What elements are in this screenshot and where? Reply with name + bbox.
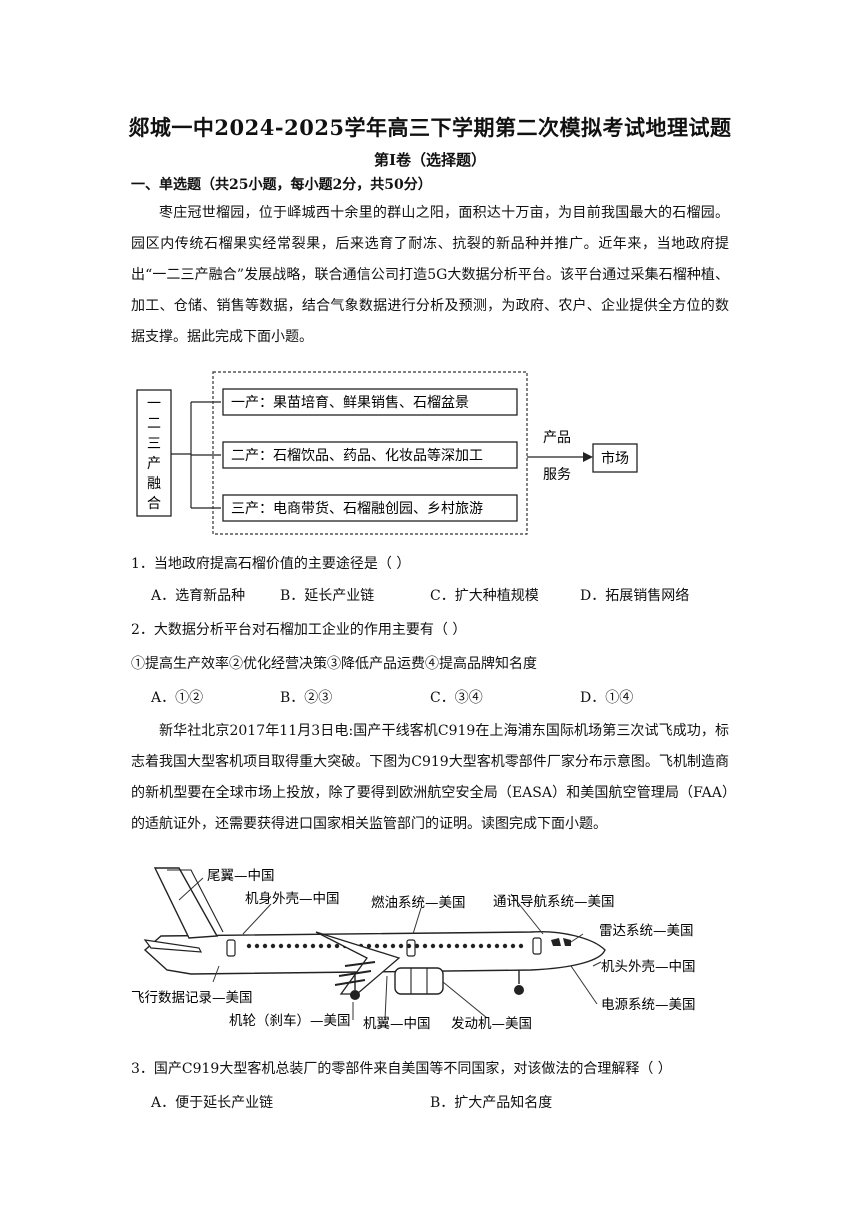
left-char: 三 [147, 436, 161, 452]
label-tail: 尾翼—中国 [207, 868, 275, 884]
c919-parts-diagram: 尾翼—中国 机身外壳—中国 燃油系统—美国 通讯导航系统—美国 雷达系统—美国 … [131, 867, 696, 1032]
primary-industry-label: 一产：果苗培育、鲜果销售、石榴盆景 [231, 395, 469, 411]
industry-integration-diagram: 一 二 三 产 融 合 一产：果苗培育、鲜果销售、石榴盆景 二产：石榴饮品、药品… [136, 371, 638, 535]
leader-lines [178, 877, 602, 1021]
engine-nacelle [394, 967, 444, 995]
label-nose: 机头外壳—中国 [601, 959, 696, 975]
mid-door [406, 939, 416, 957]
question-1-option-c[interactable]: C．扩大种植规模 [430, 588, 539, 604]
question-2-option-d[interactable]: D．①④ [580, 690, 634, 706]
question-3-stem: 3．国产C919大型客机总装厂的零部件来自美国等不同国家，对该做法的合理解释（ … [131, 1061, 672, 1077]
section-heading: 一、单选题（共25小题，每小题2分，共50分） [131, 177, 432, 193]
nose-gear-wheel [514, 985, 524, 995]
arrow-head [583, 452, 593, 462]
left-box [136, 389, 172, 517]
wing-flaps [334, 961, 376, 986]
label-fuel-system: 燃油系统—美国 [371, 894, 466, 911]
left-char: 一 [147, 396, 161, 412]
question-2-option-a[interactable]: A．①② [151, 690, 204, 706]
question-1-option-b[interactable]: B．延长产业链 [280, 588, 375, 604]
label-power-system: 电源系统—美国 [601, 997, 696, 1013]
arrow-label-products: 产品 [543, 430, 571, 446]
question-1-option-a[interactable]: A．选育新品种 [151, 588, 246, 604]
market-label: 市场 [601, 450, 629, 467]
exam-part: 第Ⅰ卷（选择题） [373, 151, 487, 169]
primary-industry-box [222, 388, 518, 416]
question-2-option-b[interactable]: B．②③ [280, 690, 333, 706]
dashed-group-box [212, 371, 528, 535]
question-2-stem: 2．大数据分析平台对石榴加工企业的作用主要有（ ） [131, 622, 467, 638]
secondary-industry-box [222, 441, 518, 469]
label-radar: 雷达系统—美国 [599, 923, 694, 939]
question-1-option-d[interactable]: D．拓展销售网络 [580, 588, 690, 604]
tail-fin [153, 867, 219, 939]
left-char: 融 [147, 476, 161, 492]
main-gear-wheel [350, 990, 360, 1000]
tertiary-industry-box [222, 494, 518, 522]
question-3-option-a[interactable]: A．便于延长产业链 [151, 1095, 274, 1111]
secondary-industry-label: 二产：石榴饮品、药品、化妆品等深加工 [231, 447, 483, 464]
left-char: 产 [147, 456, 161, 472]
label-fuselage: 机身外壳—中国 [245, 891, 340, 907]
arrow-label-services: 服务 [543, 467, 571, 483]
question-2-items: ①提高生产效率②优化经营决策③降低产品运费④提高品牌知名度 [131, 656, 537, 672]
question-3-option-b[interactable]: B．扩大产品知名度 [430, 1095, 553, 1111]
label-wing: 机翼—中国 [363, 1016, 431, 1032]
label-engine: 发动机—美国 [451, 1016, 532, 1032]
cockpit-window [551, 938, 561, 946]
left-char: 合 [147, 496, 161, 512]
front-door [532, 937, 542, 955]
cockpit-window [563, 938, 571, 946]
tail-fin-detail [167, 869, 224, 933]
passage-c919: 新华社北京2017年11月3日电:国产干线客机C919在上海浦东国际机场第三次试… [131, 723, 729, 832]
label-comm-nav: 通讯导航系统—美国 [493, 894, 615, 910]
question-2-option-c[interactable]: C．③④ [430, 690, 483, 706]
rear-door [226, 939, 236, 957]
tertiary-industry-label: 三产：电商带货、石榴融创园、乡村旅游 [231, 500, 483, 517]
market-box [592, 443, 638, 473]
exam-title: 郯城一中2024-2025学年高三下学期第二次模拟考试地理试题 [128, 115, 732, 140]
label-flight-recorder: 飞行数据记录—美国 [131, 990, 253, 1006]
passage-pomegranate: 枣庄冠世榴园，位于峄城西十余里的群山之阳，面积达十万亩，为目前我国最大的石榴园。… [131, 205, 729, 345]
stabilizer [143, 939, 203, 953]
cabin-windows [246, 943, 524, 949]
question-1-stem: 1．当地政府提高石榴价值的主要途径是（ ） [131, 556, 411, 572]
label-wheels-brakes: 机轮（刹车）—美国 [229, 1012, 351, 1029]
left-char: 二 [147, 416, 161, 432]
